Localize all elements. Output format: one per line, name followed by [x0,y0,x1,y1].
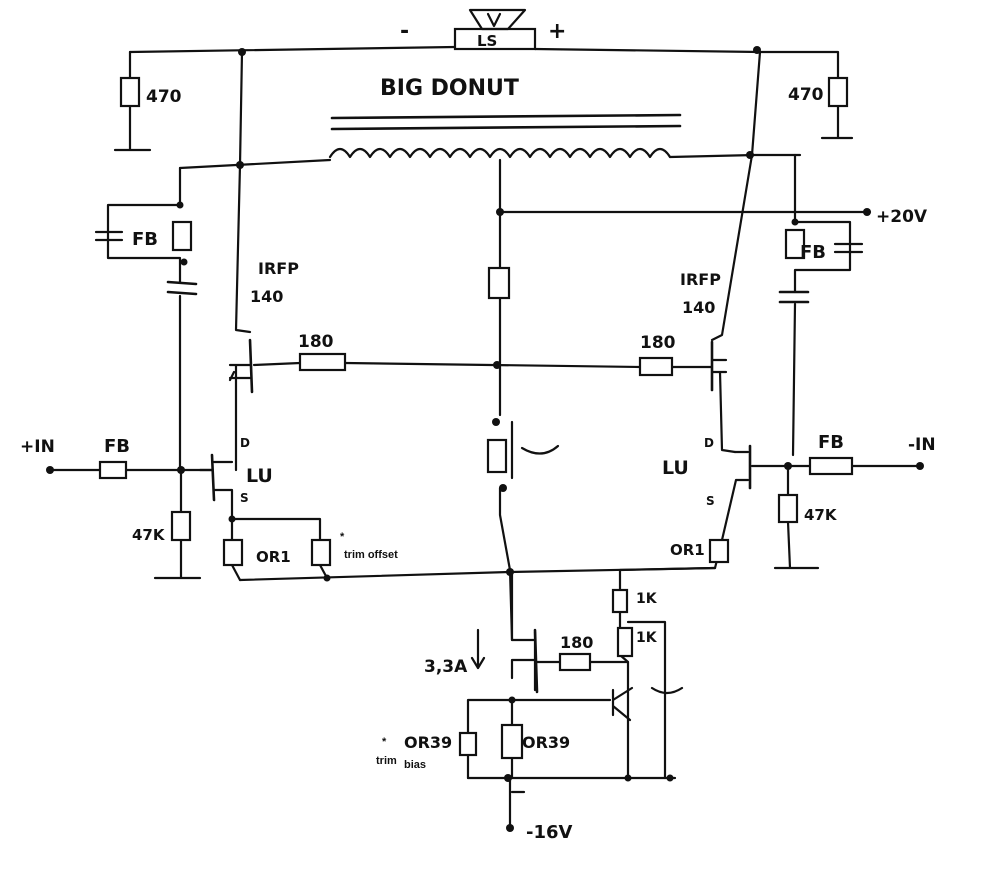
mosfet-irfp140-right: IRFP 140 [680,270,737,454]
trim-offset-star: * [340,531,345,543]
lu-left-s: S [240,491,249,505]
source-network-left: OR1 * trim offset [222,515,398,582]
fb-in-right-label: FB [818,432,844,453]
resistor-center-lower [486,438,508,474]
current-source: 180 3,3A 1K 1K OR39 OR39 * trim bias -16… [376,566,717,843]
fb-in-left-label: FB [104,436,130,457]
current-source-label: 3,3A [424,657,468,677]
v-pos-label: +20V [876,207,928,227]
resistor-470-left: 470 [113,50,182,152]
lu-right-label: LU [662,457,689,479]
r-180-cs-label: 180 [560,633,593,652]
r-180-left-label: 180 [298,332,334,352]
right-input: -IN FB [784,432,936,476]
trim-bias-star: * [382,736,387,748]
irfp-left-line1: IRFP [258,259,299,278]
r-180-right-label: 180 [640,333,676,353]
lu-right-d: D [704,436,714,450]
top-rail-wire [128,45,762,54]
bias-label: bias [404,759,426,771]
source-network-right: OR1 [670,538,730,570]
r-470-left-label: 470 [146,87,182,107]
r-47k-right-label: 47K [804,506,838,524]
fb-left-label: FB [132,229,158,250]
irfp-left-line2: 140 [250,287,283,306]
speaker-plus: + [548,19,566,44]
center-tap-wire [498,158,514,642]
trim-offset-label: trim offset [344,549,398,561]
right-feedback-network: FB [778,153,864,457]
lu-left-d: D [240,436,250,450]
irfp-right-line1: IRFP [680,270,721,289]
r-or1-right-label: OR1 [670,541,705,559]
right-drain-wire [710,50,762,342]
speaker-minus: - [400,19,409,44]
fb-right-label: FB [800,242,826,263]
r-470-right-label: 470 [788,85,824,105]
resistor-180-left [298,352,347,372]
r-or39-b-label: OR39 [522,733,570,752]
resistor-470-right: 470 [758,50,854,140]
lu-left-label: LU [246,465,273,487]
electrolytic-cap-center [510,420,560,480]
trim-label: trim [376,755,397,767]
speaker-label: LS [477,32,497,50]
jfet-lu-left: LU D S [198,436,273,522]
r-47k-left-label: 47K [132,526,166,544]
r-or39-a-label: OR39 [404,733,452,752]
mosfet-irfp140-left: IRFP 140 [228,259,299,472]
left-input: +IN FB [20,436,214,480]
resistor-center [487,266,511,300]
speaker: LS - + [400,8,566,51]
resistor-180-right [638,356,674,377]
big-donut-transformer: BIG DONUT [178,76,802,170]
r-1k-b-label: 1K [636,630,658,646]
left-drain-wire [234,50,252,334]
transformer-label: BIG DONUT [380,76,519,101]
v-neg-label: -16V [526,822,573,843]
r-1k-a-label: 1K [636,591,658,607]
gate-wire-left [252,361,642,369]
irfp-right-line2: 140 [682,298,715,317]
resistor-47k-left: 47K [132,468,202,580]
resistor-47k-right: 47K [773,464,838,570]
in-plus-label: +IN [20,437,55,457]
in-minus-label: -IN [908,435,936,455]
r-or1-left-label: OR1 [256,548,291,566]
jfet-lu-right: LU D S [662,436,792,542]
lu-right-s: S [706,494,715,508]
left-feedback-network: FB [94,166,198,472]
